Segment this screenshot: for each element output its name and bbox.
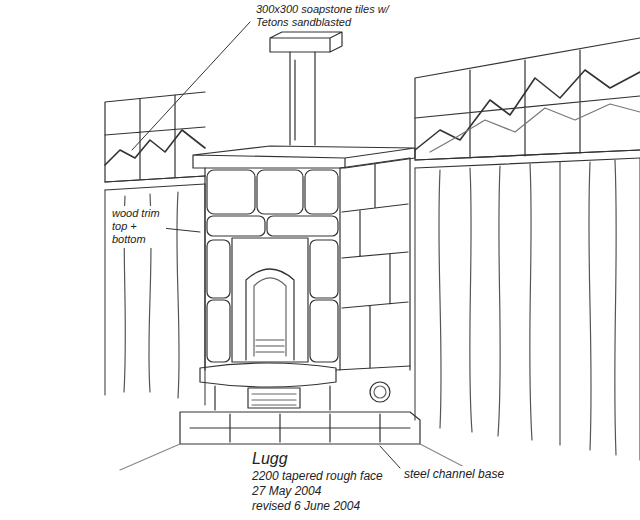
note-label: 300x300 soapstone tiles w/ Tetons sandbl… [254,2,408,30]
channel-base [120,412,470,470]
wood-panelling [105,158,640,460]
note-label: wood trim top + bottom [110,206,166,248]
bench [200,363,410,410]
note-label: Lugg [250,448,290,469]
note-label: 27 May 2004 [250,483,323,499]
note-label: 2200 tapered rough face [250,468,385,484]
leader-line [132,22,400,468]
heater-body [205,158,410,370]
heater-cap [193,146,415,168]
firebox-door [232,238,308,362]
chimney-pipe [270,32,342,145]
tile-band [105,38,640,182]
note-label: revised 6 June 2004 [250,498,362,514]
note-label: steel channel base [402,466,506,482]
